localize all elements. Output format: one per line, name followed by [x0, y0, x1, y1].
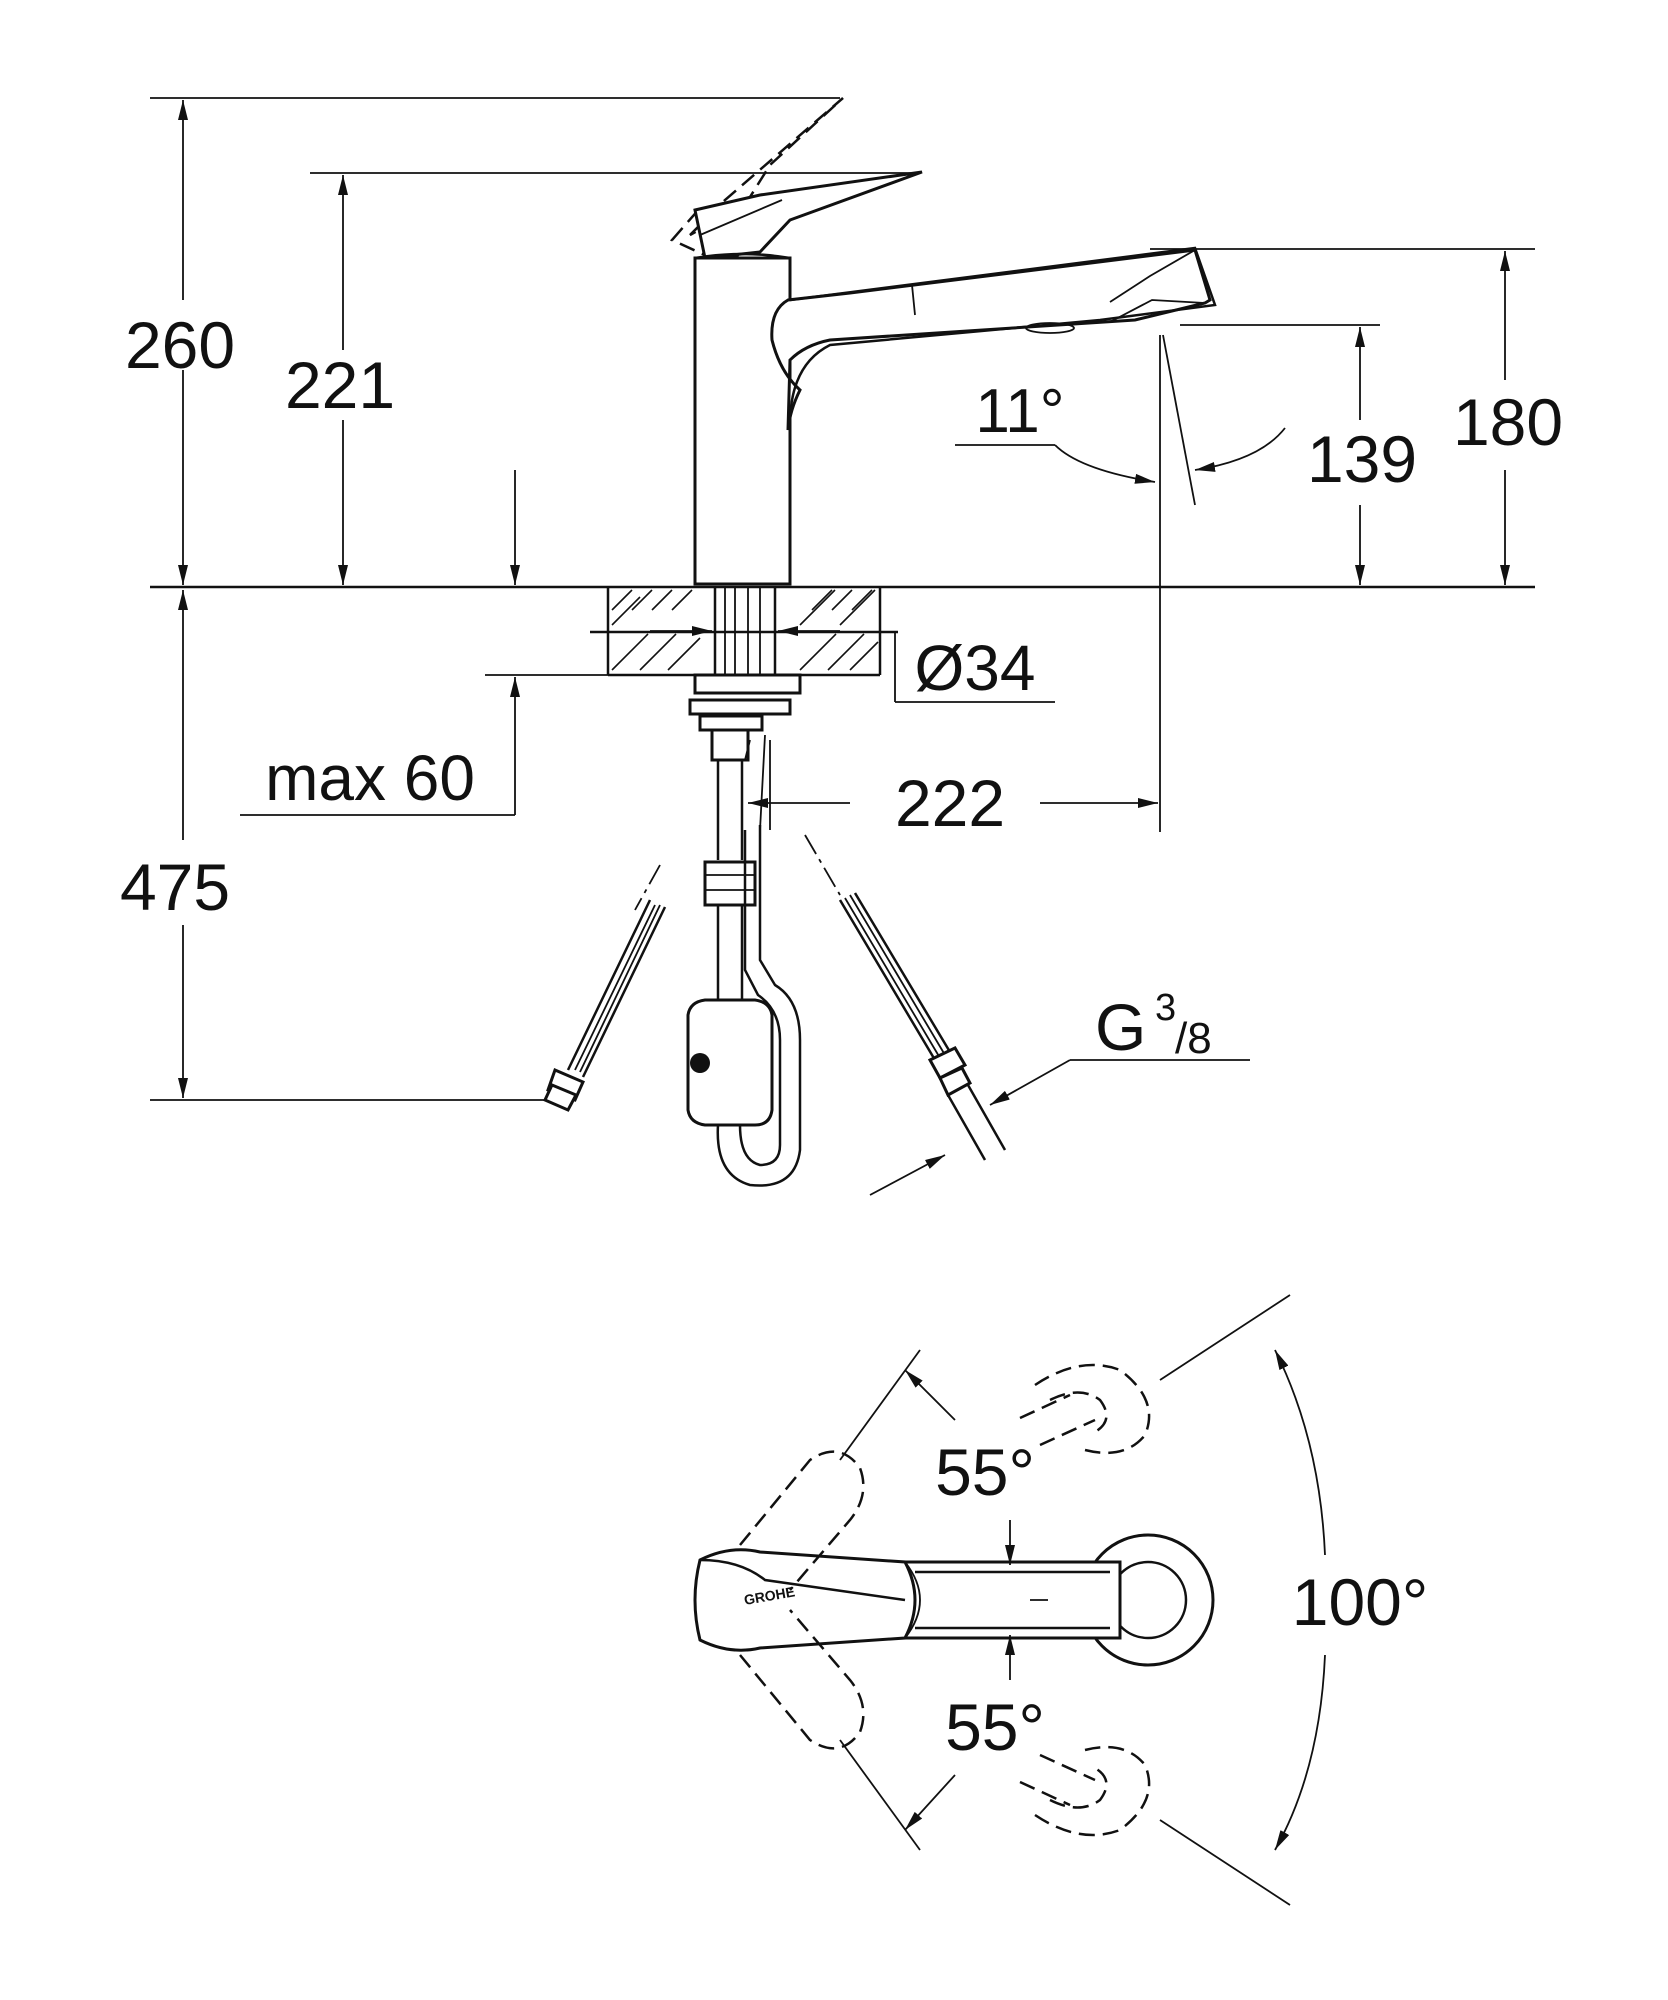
- dim-lever-angle-upper: 55°: [935, 1435, 1035, 1509]
- spout-angle-arc-left: [1054, 444, 1156, 484]
- spout-head-line: [1109, 249, 1196, 303]
- dim-hose-length: 475: [120, 850, 230, 924]
- dim-thread-arrow-upper: [989, 1059, 1071, 1106]
- faucet-body-top: [694, 252, 791, 260]
- angle-upper-leader: [839, 1349, 921, 1461]
- supply-assembly: [686, 714, 802, 1187]
- angle-100-leader-bottom: [1159, 1819, 1291, 1906]
- spout-position-down: [1034, 1745, 1151, 1837]
- angle-100-arc-top: [1274, 1349, 1326, 1556]
- angle-lower-leader: [839, 1739, 921, 1851]
- dim-spout-angle: 11°: [975, 377, 1064, 446]
- hose-right: [804, 834, 1007, 1161]
- dim-lever-total-angle: 100°: [1292, 1565, 1429, 1639]
- shank-thread: [724, 587, 761, 675]
- shank: [713, 587, 777, 675]
- spout-top-view: [903, 1560, 1122, 1640]
- dim-outlet-height: 139: [1307, 422, 1417, 496]
- spout-outlet: [1025, 322, 1075, 334]
- lever-highlight: [699, 1558, 906, 1602]
- spout-head-line-lower: [1109, 299, 1206, 323]
- side-view: 260 221 180 139 11°: [120, 97, 1563, 1196]
- spout-outline: [788, 246, 1217, 426]
- spout-position-down-inner: [1049, 1766, 1108, 1809]
- dim-reach: 222: [895, 766, 1005, 840]
- lever-position-right: [739, 1609, 865, 1750]
- dim-hole-diameter: Ø34: [915, 632, 1036, 704]
- weight-body: [686, 998, 774, 1127]
- angle-upper-arrow: [904, 1369, 956, 1421]
- faucet-lever: [693, 170, 923, 260]
- dim-thread-arrow-lower: [869, 1154, 946, 1196]
- dim-thread-base: G: [1095, 990, 1146, 1064]
- angle-100-arc-bottom: [1274, 1654, 1326, 1851]
- angle-100-leader-top: [1159, 1294, 1291, 1381]
- spout-angle-line: [1162, 334, 1196, 506]
- dim-spout-height: 180: [1453, 385, 1563, 459]
- mounting-plate: [688, 698, 792, 716]
- angle-lower-arrow: [904, 1774, 956, 1831]
- dim-lever-height: 221: [285, 348, 395, 422]
- mounting-nut: [693, 673, 802, 695]
- hose-left: [542, 864, 667, 1112]
- top-view: GROHE 55° 55° 100°: [693, 1294, 1429, 1906]
- dim-thread-denominator: /8: [1175, 1014, 1212, 1063]
- lever-top-view: [693, 1548, 917, 1652]
- countertop-section: [590, 587, 898, 677]
- dim-max-thickness: max 60: [265, 742, 475, 814]
- dim-lever-angle-lower: 55°: [945, 1690, 1045, 1764]
- lever-detail-line: [699, 199, 783, 236]
- spout-position-up-inner: [1049, 1391, 1108, 1434]
- dim-total-height: 260: [125, 308, 235, 382]
- dim-thread-numerator: 3: [1155, 987, 1176, 1029]
- spout-seam: [911, 284, 916, 316]
- spout-position-up: [1034, 1363, 1151, 1455]
- spout-angle-arc-right: [1194, 427, 1286, 472]
- lever-position-left: [739, 1450, 865, 1591]
- faucet-body: [693, 256, 792, 586]
